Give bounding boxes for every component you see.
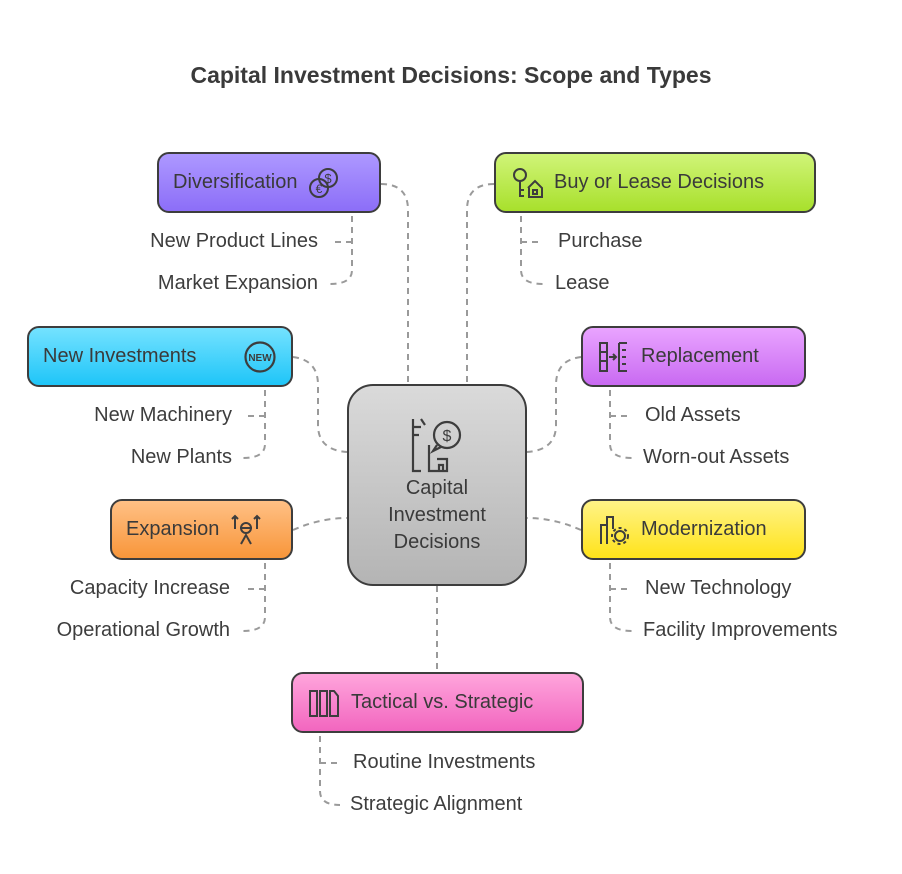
svg-text:$: $	[443, 428, 452, 445]
node-new-investments: New Investments NEW	[27, 326, 293, 387]
sub-item: Operational Growth	[56, 619, 230, 641]
sub-item: Routine Investments	[353, 751, 536, 773]
bars-icon	[309, 689, 339, 717]
sub-item: New Product Lines	[150, 230, 318, 252]
sub-connector-expansion	[242, 563, 266, 632]
sub-item: New Machinery	[94, 404, 232, 426]
sub-connector-tactical	[319, 736, 341, 806]
sub-item: Worn-out Assets	[643, 446, 790, 468]
sub-item: Market Expansion	[157, 272, 318, 294]
sub-item: Old Assets	[645, 404, 741, 426]
node-label: Replacement	[641, 345, 759, 367]
node-replacement: Replacement	[581, 326, 806, 387]
sub-item: Strategic Alignment	[350, 793, 523, 815]
sub-item: Purchase	[558, 230, 643, 252]
sub-connector-new-investments	[242, 390, 266, 459]
sub-connector-replacement	[609, 390, 633, 459]
sub-connector-diversification	[329, 216, 353, 285]
sub-connector-modernization	[609, 563, 633, 632]
node-label: Buy or Lease Decisions	[554, 171, 765, 193]
node-expansion: Expansion	[110, 499, 293, 560]
svg-text:€: €	[316, 182, 323, 196]
connector-diversification	[380, 183, 409, 384]
sub-connector-buy-lease	[520, 216, 544, 285]
center-node: $ Capital Investment Decisions	[347, 384, 527, 586]
center-label-line: Capital	[405, 476, 469, 499]
node-label: Modernization	[641, 518, 767, 540]
new-badge-icon: NEW	[244, 340, 276, 373]
node-label: Expansion	[126, 518, 220, 540]
connector-buy-lease	[466, 183, 495, 384]
center-label-line: Decisions	[393, 530, 481, 553]
svg-text:$: $	[325, 171, 333, 186]
sub-item: Lease	[555, 272, 610, 294]
sub-item: New Plants	[130, 446, 232, 468]
factory-gear-icon	[600, 515, 629, 545]
sub-item: Capacity Increase	[69, 577, 230, 599]
sub-item: New Technology	[645, 577, 792, 599]
building-dollar-icon: $	[411, 417, 462, 472]
node-modernization: Modernization	[581, 499, 806, 560]
node-label: Tactical vs. Strategic	[351, 691, 534, 713]
node-tactical-strategic: Tactical vs. Strategic	[291, 672, 584, 733]
node-buy-lease: Buy or Lease Decisions	[494, 152, 816, 213]
svg-text:NEW: NEW	[248, 353, 272, 364]
connector-new-investments	[292, 356, 348, 453]
growth-person-icon	[231, 514, 262, 544]
connector-replacement	[526, 356, 582, 453]
connector-expansion	[292, 517, 348, 531]
node-label: Diversification	[173, 171, 298, 193]
swap-columns-icon	[599, 341, 627, 372]
currency-exchange-icon: $€	[309, 167, 339, 198]
sub-item: Facility Improvements	[643, 619, 838, 641]
key-house-icon	[513, 167, 543, 198]
node-diversification: Diversification $€	[157, 152, 381, 213]
node-label: New Investments	[43, 345, 197, 367]
diagram-title: Capital Investment Decisions: Scope and …	[190, 62, 712, 88]
connector-modernization	[526, 517, 582, 531]
center-label-line: Investment	[388, 503, 486, 526]
